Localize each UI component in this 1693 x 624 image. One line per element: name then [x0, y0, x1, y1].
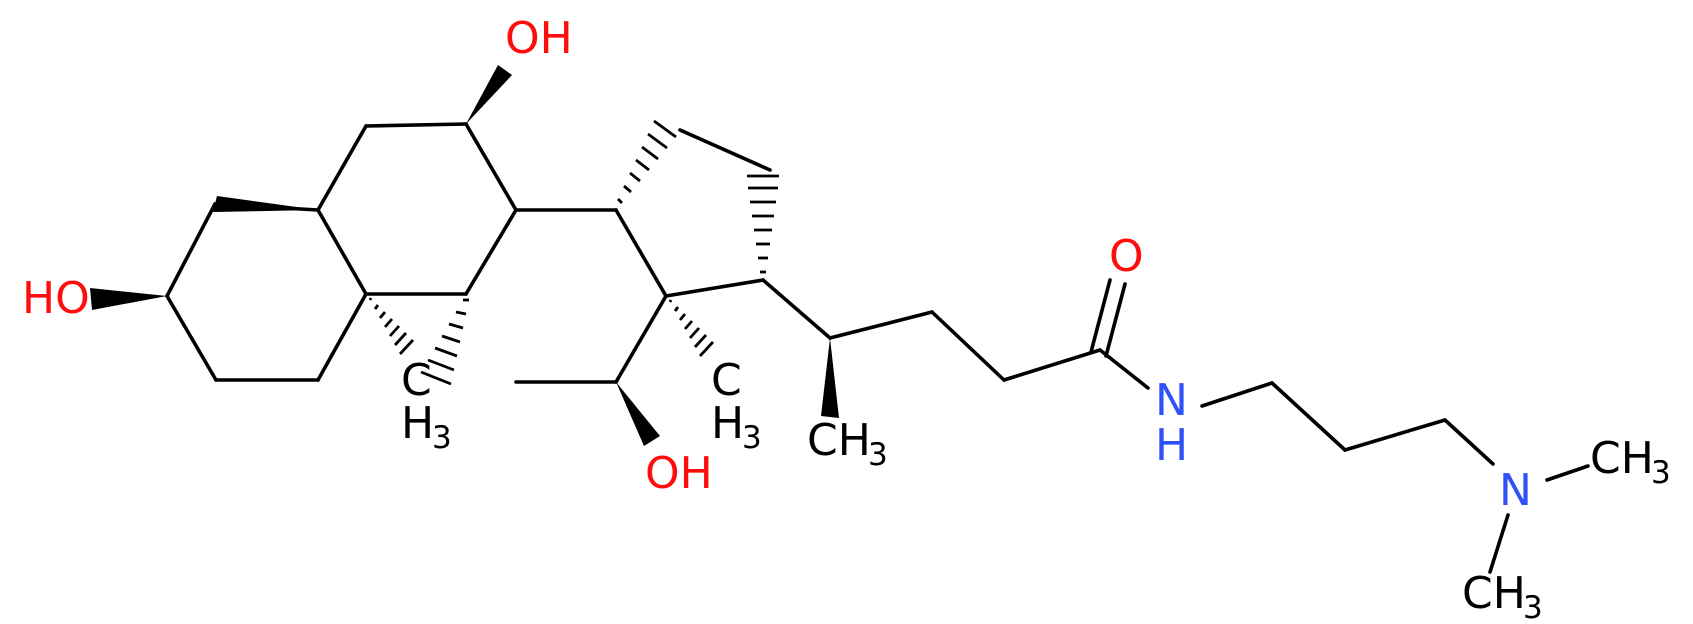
bond: [464, 122, 518, 212]
bond: [1200, 381, 1274, 408]
amide-hydrogen-label: H: [1155, 420, 1188, 471]
bond: [664, 278, 765, 298]
bond: [364, 122, 468, 128]
bond: [1488, 513, 1510, 574]
hashed-bond-c9-h: [420, 298, 469, 386]
wedge-bond: [821, 338, 839, 418]
methyl-c13-h-label: H: [711, 398, 744, 449]
bond: [1098, 348, 1150, 390]
wedge-bond: [90, 288, 167, 310]
n-methyl-bottom-subscript: 3: [1523, 590, 1543, 624]
hydroxyl-top-label: OH: [505, 13, 573, 64]
bond: [1089, 278, 1112, 354]
bond: [1002, 348, 1102, 382]
hashed-bond-c10-methyl: [368, 297, 415, 355]
methyl-c13-label: C: [711, 355, 742, 406]
amine-nitrogen-label: N: [1499, 465, 1532, 516]
methyl-c10-h-label: H: [401, 398, 434, 449]
bond: [1270, 381, 1347, 452]
bond: [614, 208, 668, 298]
atom-labels: OH HO OH C H 3 C H 3 CH 3 O N H N CH 3 C…: [22, 13, 1671, 624]
carbonyl-oxygen-label: O: [1109, 231, 1144, 282]
bond: [930, 310, 1006, 382]
bond: [464, 208, 518, 296]
bond: [165, 202, 217, 298]
wedge-bond: [213, 196, 318, 212]
wedge-bonds: [90, 65, 839, 446]
bond: [1343, 418, 1447, 452]
hashed-bonds: [368, 119, 779, 386]
bond: [1443, 418, 1495, 466]
wedge-bond: [466, 65, 512, 124]
methyl-c20-subscript: 3: [868, 437, 888, 473]
hashed-bond-c14-ring: [617, 119, 677, 204]
bond: [316, 124, 368, 212]
bond: [828, 310, 934, 340]
n-methyl-bottom-label: CH: [1462, 568, 1526, 619]
bond: [761, 278, 832, 340]
wedge-bond: [616, 382, 660, 446]
amide-nitrogen-label: N: [1155, 375, 1188, 426]
methyl-c13-subscript: 3: [742, 420, 762, 456]
methyl-c20-label: CH: [807, 415, 871, 466]
bond: [1545, 464, 1590, 482]
bond: [1104, 282, 1127, 358]
bond: [678, 128, 772, 172]
n-methyl-right-label: CH: [1590, 433, 1654, 484]
methyl-c10-label: C: [401, 355, 432, 406]
bond: [165, 294, 218, 382]
hashed-bond-c17-ring: [747, 174, 779, 274]
bond: [316, 208, 368, 296]
bond-lines: [165, 122, 1590, 574]
n-methyl-right-subscript: 3: [1651, 455, 1671, 491]
hashed-bond-c13-methyl: [668, 299, 715, 357]
hydroxyl-left-label: HO: [22, 273, 90, 324]
methyl-c10-subscript: 3: [432, 420, 452, 456]
bond: [614, 294, 668, 384]
bond: [316, 292, 368, 382]
hydroxyl-bottom-label: OH: [645, 448, 713, 499]
